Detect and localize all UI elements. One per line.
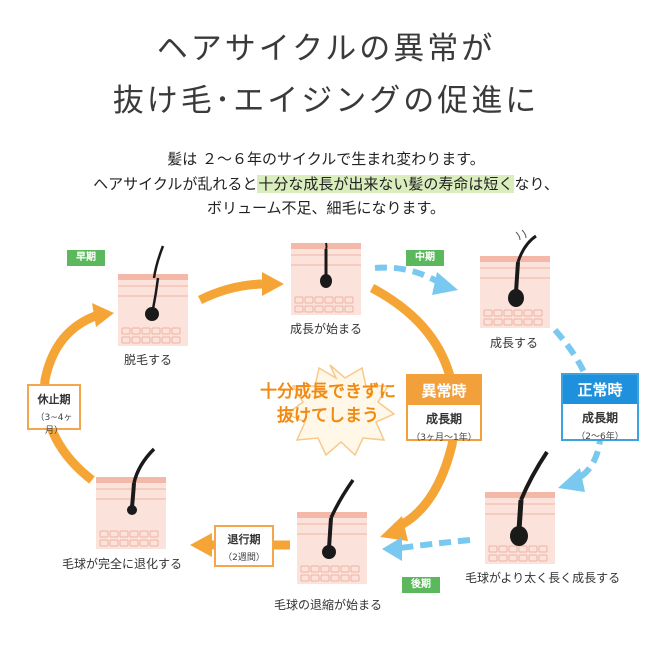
body-line-2-pre: ヘアサイクルが乱れると [93, 175, 258, 193]
abnormal-phase: 成長期 [425, 412, 462, 426]
body-line-2: ヘアサイクルが乱れると十分な成長が出来ない髪の寿命は短くなり、 [0, 175, 652, 193]
center-callout-line-1: 十分成長できずに [260, 382, 396, 402]
arrowhead-4 [92, 303, 114, 327]
normal-box: 正常時 成長期 （2～6年） [561, 373, 639, 442]
panel-growth-start [290, 242, 362, 316]
title-line-1: ヘアサイクルの異常が [156, 31, 496, 67]
blue-arrow-bottom [399, 537, 471, 551]
rest-phase-duration: （3~4ヶ月） [35, 413, 73, 436]
blue-arrow-mid [374, 264, 442, 286]
blue-arrow-right [552, 327, 604, 483]
panel-bulb-regress [95, 447, 167, 550]
body-line-3: ボリューム不足、細毛になります。 [206, 199, 446, 217]
panel-shed [117, 245, 189, 347]
caption-bulb-shrink: 毛球の退縮が始まる [274, 598, 383, 612]
caption-shed: 脱毛する [124, 353, 173, 367]
tag-middle: 中期 [406, 250, 444, 266]
caption-growth-start: 成長が始まる [290, 322, 363, 336]
regression-phase-duration: （2週間） [223, 553, 265, 563]
tag-early: 早期 [67, 250, 105, 266]
center-callout: 十分成長できずに 抜けてしまう [258, 380, 398, 428]
normal-phase: 成長期 [581, 411, 618, 425]
body-line-2-highlight: 十分な成長が出来ない髪の寿命は短く [257, 175, 515, 193]
blue-head-3 [382, 537, 402, 561]
arrowhead-2 [380, 516, 408, 541]
panel-grows [479, 229, 551, 329]
rest-phase-box: 休止期 （3~4ヶ月） [27, 384, 81, 436]
blue-head-1 [432, 272, 458, 295]
abnormal-header: 異常時 [408, 376, 480, 405]
normal-duration: （2～6年） [576, 432, 624, 442]
rest-phase-label: 休止期 [37, 393, 71, 406]
caption-grows-thick: 毛球がより太く長く成長する [465, 571, 621, 585]
normal-header: 正常時 [563, 375, 637, 404]
starburst [285, 364, 396, 457]
blue-head-2 [558, 468, 585, 492]
title-line-2: 抜け毛･エイジングの促進に [112, 83, 540, 119]
panel-grows-thick [484, 450, 556, 565]
caption-bulb-regress: 毛球が完全に退化する [62, 557, 183, 571]
abnormal-box: 異常時 成長期 （3ヶ月～1年） [406, 374, 482, 443]
tag-late: 後期 [402, 577, 440, 593]
caption-grows: 成長する [490, 336, 539, 350]
regression-phase-label: 退行期 [227, 533, 261, 546]
body-line-2-post: なり、 [514, 175, 559, 193]
panel-bulb-shrink [296, 478, 368, 585]
regression-phase-box: 退行期 （2週間） [214, 525, 274, 567]
arrow-shed-to-growth [197, 279, 263, 305]
arrowhead-3 [190, 533, 212, 557]
center-callout-line-2: 抜けてしまう [277, 406, 379, 426]
arrowhead-1 [262, 272, 284, 296]
body-line-1: 髪は ２～６年のサイクルで生まれ変わります。 [167, 150, 485, 168]
abnormal-duration: （3ヶ月～1年） [411, 433, 477, 443]
arrow-bulb-to-rest [40, 310, 100, 484]
